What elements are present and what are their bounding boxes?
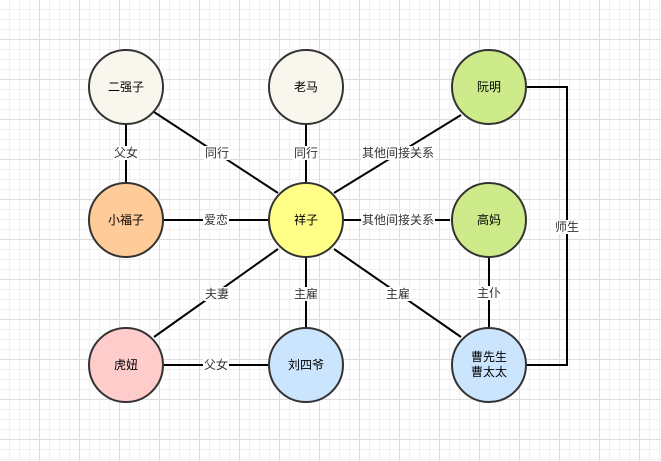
edge-label-ruanming-xiangzi: 其他间接关系 — [360, 146, 436, 160]
edge-label-laoma-xiangzi: 同行 — [292, 146, 320, 160]
node-gaoma[interactable]: 高妈 — [451, 182, 527, 258]
edge-label-xiaofuzi-xiangzi: 爱恋 — [202, 213, 230, 227]
node-label: 刘四爷 — [287, 357, 324, 372]
node-cao[interactable]: 曹先生 曹太太 — [451, 327, 527, 403]
edge-label-gaoma-xiangzi: 其他间接关系 — [360, 213, 436, 227]
node-erqiangzi[interactable]: 二强子 — [88, 49, 164, 125]
edge-label-huniu-liusiye: 父女 — [202, 358, 230, 372]
node-label: 小福子 — [107, 212, 144, 227]
edge-label-erqiangzi-xiaofuzi: 父女 — [112, 146, 140, 160]
node-xiangzi[interactable]: 祥子 — [268, 182, 344, 258]
edge-label-ruanming-cao: 师生 — [553, 220, 581, 234]
edge-label-cao-xiangzi: 主雇 — [384, 287, 412, 301]
node-laoma[interactable]: 老马 — [268, 49, 344, 125]
node-huniu[interactable]: 虎妞 — [88, 327, 164, 403]
edge-label-erqiangzi-xiangzi: 同行 — [203, 146, 231, 160]
node-label: 二强子 — [107, 79, 144, 94]
node-liusiye[interactable]: 刘四爷 — [268, 327, 344, 403]
edge-label-gaoma-cao: 主仆 — [475, 286, 503, 300]
node-label-group: 曹先生 曹太太 — [471, 350, 507, 380]
node-label: 祥子 — [293, 212, 318, 227]
edge-label-liusiye-xiangzi: 主雇 — [292, 287, 320, 301]
edge-label-huniu-xiangzi: 夫妻 — [203, 287, 231, 301]
node-ruanming[interactable]: 阮明 — [451, 49, 527, 125]
node-label-line2: 曹太太 — [470, 365, 507, 379]
node-label-line1: 曹先生 — [470, 350, 507, 364]
node-label: 虎妞 — [113, 357, 138, 372]
node-label: 高妈 — [476, 212, 501, 227]
node-label: 阮明 — [476, 79, 501, 94]
node-xiaofuzi[interactable]: 小福子 — [88, 182, 164, 258]
node-label: 老马 — [293, 79, 318, 94]
